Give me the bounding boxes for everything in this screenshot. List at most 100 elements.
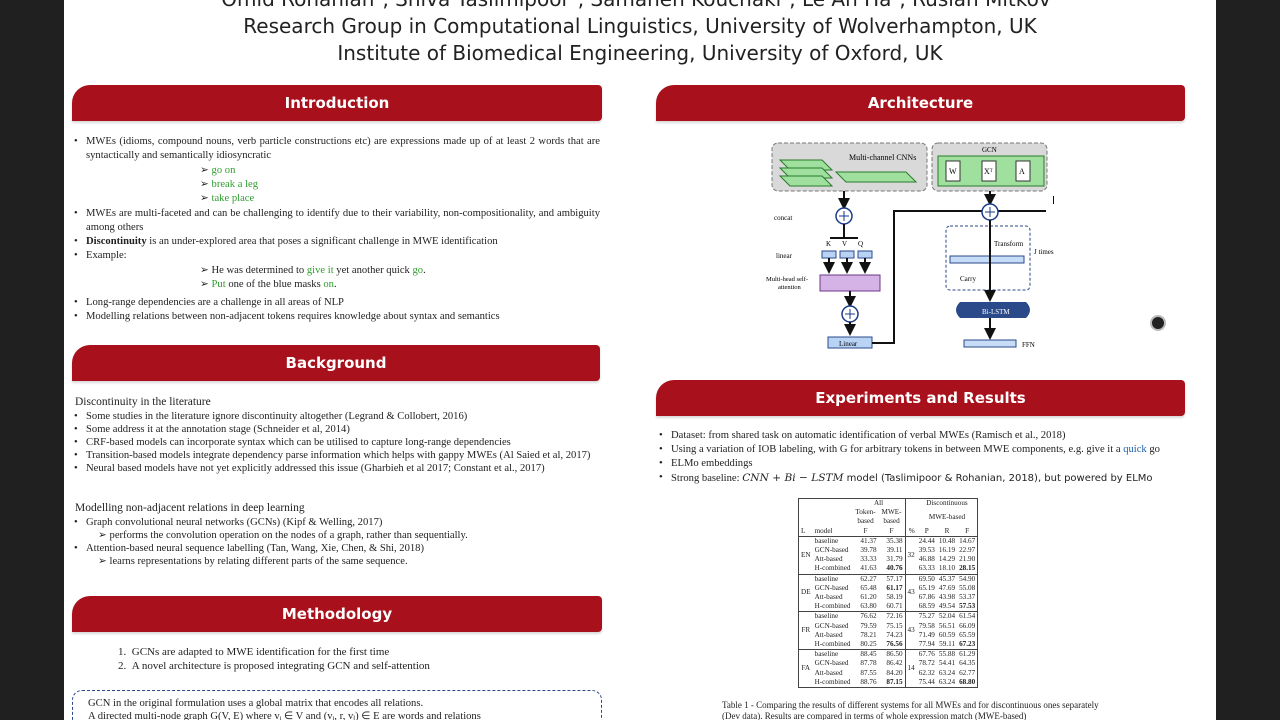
head-discontinuous: Discontinuous xyxy=(926,499,968,507)
value-cell: 86.50 xyxy=(886,650,903,659)
bg-item-2: Some address it at the annotation stage … xyxy=(70,423,600,436)
value-cell: 62.32 xyxy=(918,668,935,677)
value-cell: 63.33 xyxy=(918,564,935,573)
introduction-list-3: Long-range dependencies are a challenge … xyxy=(70,296,600,324)
value-cell: 67.76 xyxy=(918,650,935,659)
pct-cell: 43 xyxy=(904,574,917,612)
arrow-glyph: ➢ xyxy=(98,556,110,567)
results-table-wrapper: All Discontinuous Token-based MWE-based … xyxy=(798,498,979,689)
value-cell: 55.88 xyxy=(938,650,956,659)
value-cell: 86.42 xyxy=(886,659,903,668)
intro-bullet-5: Long-range dependencies are a challenge … xyxy=(70,296,600,310)
exp-b4-model: CNN + Bi − LSTM xyxy=(742,472,844,484)
intro-examples: go on break a leg take place xyxy=(200,164,258,206)
col-model: model xyxy=(814,526,833,535)
cnn-layer-4 xyxy=(834,171,918,183)
discontinuity-bold: Discontinuity xyxy=(86,236,147,247)
cnn-layer-3 xyxy=(778,175,834,187)
model-cell: H-combined xyxy=(814,677,851,686)
value-cell: 76.56 xyxy=(886,640,903,649)
bg-gcn: Graph convolutional neural networks (GCN… xyxy=(70,516,600,529)
background-list-1: Some studies in the literature ignore di… xyxy=(70,410,600,475)
value-cell: 39.78 xyxy=(860,546,877,555)
value-cell: 87.78 xyxy=(860,659,877,668)
method-item-2-text: A novel architecture is proposed integra… xyxy=(131,660,430,672)
bg-item-1: Some studies in the literature ignore di… xyxy=(70,410,600,423)
architecture-diagram: Multi-channel CNNs GCN W Xᵀ A concat K V… xyxy=(766,142,1054,349)
model-cell: H-combined xyxy=(814,640,851,649)
s1-green-1: give it xyxy=(306,265,334,276)
model-cell: baseline xyxy=(814,536,839,545)
lang-cell: DE xyxy=(801,588,811,597)
methodology-box-text: GCN in the original formulation uses a g… xyxy=(88,697,588,720)
value-cell: 69.50 xyxy=(918,574,935,583)
value-cell: 65.59 xyxy=(959,630,976,639)
pct-cell: 14 xyxy=(904,649,917,688)
value-cell: 45.37 xyxy=(938,574,956,583)
col-l: L xyxy=(801,526,806,535)
value-cell: 84.20 xyxy=(886,668,903,677)
model-cell: GCN-based xyxy=(814,583,849,592)
exp-bullet-2: Using a variation of IOB labeling, with … xyxy=(655,443,1195,457)
method-item-2: 2. A novel architecture is proposed inte… xyxy=(118,660,430,672)
methodology-box xyxy=(72,690,602,720)
carry-label: Carry xyxy=(960,275,976,283)
value-cell: 43.98 xyxy=(938,593,956,602)
model-cell: baseline xyxy=(814,650,839,659)
multichannel-label: Multi-channel CNNs xyxy=(849,153,916,162)
value-cell: 10.48 xyxy=(938,536,956,545)
model-cell: H-combined xyxy=(814,564,851,573)
model-cell: baseline xyxy=(814,574,839,583)
table-header-row-1: All Discontinuous xyxy=(799,499,977,509)
value-cell: 14.29 xyxy=(938,555,956,564)
value-cell: 35.38 xyxy=(886,536,903,545)
value-cell: 28.15 xyxy=(959,564,976,573)
exp-b2-b: go xyxy=(1146,444,1160,455)
s1-a: He was determined to xyxy=(211,265,307,276)
table-header-row-2: Token-based MWE-based MWE-based xyxy=(799,508,977,527)
s2-b: one of the blue masks xyxy=(225,279,324,290)
affiliation-1: Research Group in Computational Linguist… xyxy=(243,14,1037,38)
exp-bullet-1: Dataset: from shared task on automatic i… xyxy=(655,429,1195,443)
lang-cell: FR xyxy=(801,626,811,635)
value-cell: 71.49 xyxy=(918,630,935,639)
background-heading-2: Modelling non-adjacent relations in deep… xyxy=(75,502,305,514)
introduction-banner: Introduction xyxy=(72,85,602,121)
value-cell: 18.10 xyxy=(938,564,956,573)
value-cell: 75.44 xyxy=(918,677,935,686)
bg-att-sub-text: learns representations by relating diffe… xyxy=(109,556,408,567)
x-matrix xyxy=(981,160,997,182)
arrow-glyph: ➢ xyxy=(98,530,110,541)
bg-item-3: CRF-based models can incorporate syntax … xyxy=(70,436,600,449)
concat-label: concat xyxy=(774,214,792,222)
authors: Omid Rohanian¹, Shiva Taslimipoor¹, Sama… xyxy=(64,0,1216,11)
architecture-banner: Architecture xyxy=(656,85,1185,121)
value-cell: 39.53 xyxy=(918,546,935,555)
value-cell: 68.80 xyxy=(959,677,976,686)
model-cell: GCN-based xyxy=(814,659,849,668)
value-cell: 56.51 xyxy=(938,621,956,630)
head-token-based: Token-based xyxy=(855,508,876,526)
value-cell: 68.59 xyxy=(918,602,935,611)
value-cell: 79.59 xyxy=(860,621,877,630)
linear-box-label: Linear xyxy=(839,340,858,348)
value-cell: 74.23 xyxy=(886,630,903,639)
head-mwe-based-2: MWE-based xyxy=(928,512,966,521)
methodology-list: 1. GCNs are adapted to MWE identificatio… xyxy=(118,645,430,673)
results-table: All Discontinuous Token-based MWE-based … xyxy=(799,499,978,688)
a-matrix xyxy=(1015,160,1031,182)
pct-cell: 32 xyxy=(904,536,917,575)
s2-green-1: Put xyxy=(211,279,226,290)
ffn-label: FFN xyxy=(1022,341,1035,349)
intro-bullet-3-rest: is an under-explored area that poses a s… xyxy=(146,236,498,247)
s1-b: yet another quick xyxy=(333,265,413,276)
bg-att-sub: ➢ learns representations by relating dif… xyxy=(70,555,600,568)
value-cell: 59.11 xyxy=(939,640,956,649)
